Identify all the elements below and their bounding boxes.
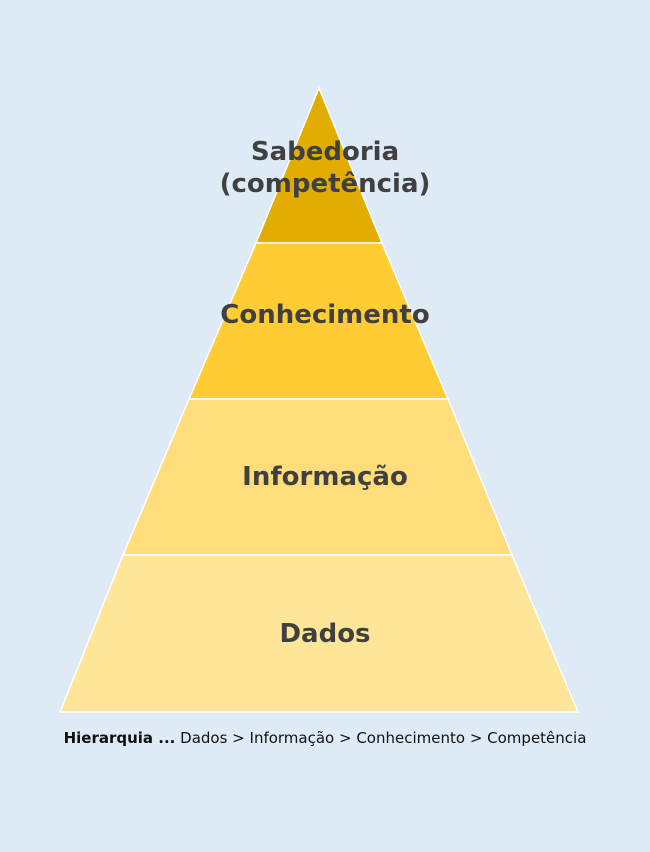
tier-label-sabedoria-line1: Sabedoria bbox=[250, 137, 400, 167]
tier-label-informacao: Informação bbox=[242, 462, 408, 492]
tier-label-conhecimento: Conhecimento bbox=[220, 300, 430, 330]
tier-label-sabedoria: Sabedoria (competência) bbox=[0, 136, 650, 200]
caption-text: Dados > Informação > Conhecimento > Comp… bbox=[175, 729, 587, 747]
tier-dados bbox=[58, 554, 580, 713]
caption-prefix: Hierarquia ... bbox=[63, 729, 176, 747]
tier-label-sabedoria-line2: (competência) bbox=[219, 169, 431, 199]
tier-label-dados: Dados bbox=[279, 619, 371, 649]
hierarchy-caption: Hierarquia ... Dados > Informação > Conh… bbox=[0, 729, 650, 747]
